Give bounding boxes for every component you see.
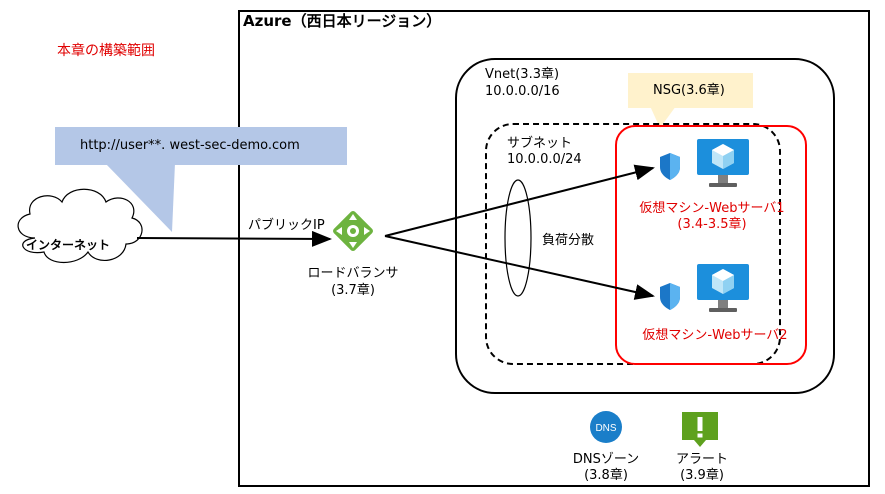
- vm1-monitor-icon: [697, 139, 749, 187]
- nsg-shield-icon-1: [660, 153, 680, 180]
- dns-zone-chapter: (3.8章): [584, 468, 628, 483]
- url-callout: [55, 127, 347, 165]
- public-ip-label: パブリックIP: [248, 218, 325, 233]
- alert-chapter: (3.9章): [680, 468, 724, 483]
- internet-to-lb-arrow: [136, 230, 332, 247]
- nsg-callout-tail: [650, 106, 676, 128]
- vm2-monitor-icon: [697, 264, 749, 312]
- lb-to-vm2-arrow: [384, 235, 655, 300]
- internet-label: インターネット: [26, 238, 111, 252]
- load-balancer-chapter: (3.7章): [331, 283, 375, 298]
- azure-region-label: Azure（西日本リージョン）: [243, 12, 442, 30]
- subnet-name: サブネット: [507, 136, 573, 151]
- lb-to-vm1-arrow: [384, 164, 655, 237]
- dns-zone-icon: DNS: [590, 411, 622, 443]
- subnet-cidr: 10.0.0.0/24: [507, 152, 582, 167]
- vm1-name: 仮想マシン-Webサーバ1: [639, 201, 785, 216]
- nsg-callout: [628, 73, 753, 108]
- vnet-name: Vnet(3.3章): [485, 67, 560, 82]
- load-distribution-ellipse: [504, 179, 532, 297]
- azure-region-frame: [238, 10, 870, 487]
- vm1-chapter: (3.4-3.5章): [677, 217, 747, 232]
- vnet-cidr: 10.0.0.0/16: [485, 84, 560, 99]
- alert-icon: [682, 412, 718, 447]
- url-text: http://user**. west-sec-demo.com: [80, 138, 300, 153]
- internet-cloud-icon: [17, 188, 143, 264]
- nsg-shield-icon-2: [660, 283, 680, 310]
- vnet-container: [455, 58, 835, 394]
- nsg-label: NSG(3.6章): [653, 83, 725, 98]
- dns-icon-text: DNS: [595, 423, 616, 434]
- url-callout-tail: [105, 163, 175, 232]
- dns-zone-name: DNSゾーン: [572, 452, 640, 467]
- load-balancer-name: ロードバランサ: [307, 266, 399, 281]
- load-balancer-icon: [333, 211, 373, 251]
- nsg-protected-area: [615, 125, 807, 365]
- scope-title: 本章の構築範囲: [57, 43, 155, 59]
- load-distribution-label: 負荷分散: [542, 233, 595, 248]
- alert-name: アラート: [675, 452, 728, 467]
- vm2-name: 仮想マシン-Webサーバ2: [642, 328, 788, 343]
